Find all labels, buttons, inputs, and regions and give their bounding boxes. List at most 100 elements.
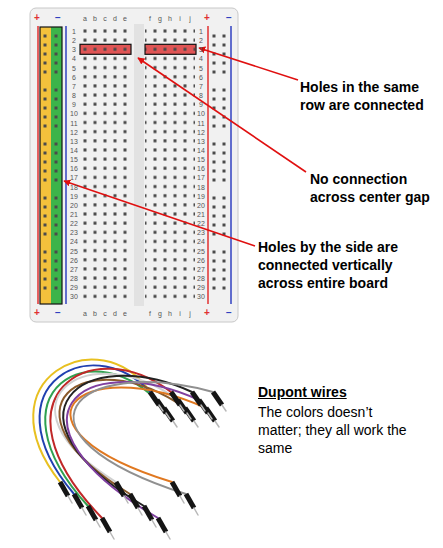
- row-number: 7: [72, 82, 76, 89]
- row-number: 14: [197, 146, 205, 153]
- row-number: 6: [72, 73, 76, 80]
- leader-arrow: [64, 181, 255, 246]
- column-letter: a: [83, 310, 87, 317]
- connector-housing: [186, 494, 194, 508]
- row-number: 15: [70, 156, 78, 163]
- row-number: 26: [70, 256, 78, 263]
- connector-pin: [159, 405, 163, 411]
- callout-text: Holes in the same row are connected: [300, 78, 443, 114]
- wire-connectors: [60, 392, 222, 532]
- row-number: 27: [197, 265, 205, 272]
- row-number: 29: [70, 284, 78, 291]
- connector-pin: [173, 421, 177, 427]
- row-number: 11: [70, 119, 77, 126]
- row-number: 21: [197, 211, 205, 218]
- row-number: 1: [199, 28, 203, 35]
- column-letter: j: [189, 15, 191, 22]
- row-outline: [80, 44, 131, 54]
- row-number: 6: [199, 73, 203, 80]
- column-letter: e: [123, 310, 127, 317]
- row-number: 21: [70, 211, 78, 218]
- rail-sign: +: [204, 13, 210, 23]
- column-letter: e: [123, 15, 127, 22]
- row-number: 16: [70, 165, 78, 172]
- column-letter: f: [149, 15, 151, 22]
- column-letter: j: [189, 310, 191, 317]
- row-number: 23: [197, 229, 205, 236]
- connector-pin: [166, 413, 170, 419]
- row-number: 4: [199, 55, 203, 62]
- row-number: 9: [72, 101, 76, 108]
- connector-pin: [110, 532, 114, 539]
- connector-housing: [88, 506, 96, 520]
- wire: [70, 388, 206, 483]
- wire: [67, 382, 199, 518]
- note-text: The colors doesn’t matter; they all work…: [258, 403, 418, 458]
- row-number: 10: [197, 110, 205, 117]
- connector-housing: [206, 408, 215, 421]
- rail-sign: +: [204, 308, 210, 318]
- row-number: 3: [199, 46, 203, 53]
- connector-pin: [82, 508, 86, 515]
- connector-housing: [185, 408, 194, 421]
- connector-housing: [158, 518, 166, 532]
- connector-pin: [187, 413, 191, 419]
- connector-housing: [74, 494, 82, 508]
- row-number: 25: [70, 247, 78, 254]
- row-number: 22: [197, 220, 205, 227]
- row-number: 17: [197, 174, 205, 181]
- leader-arrow: [138, 58, 306, 172]
- row-number: 22: [70, 220, 78, 227]
- row-number: 4: [72, 55, 76, 62]
- row-number: 24: [197, 238, 205, 245]
- column-letter: b: [93, 310, 97, 317]
- connector-housing: [172, 482, 180, 496]
- row-number: 1: [72, 28, 76, 35]
- connector-pin: [152, 520, 156, 527]
- row-number: 5: [72, 64, 76, 71]
- rail-sign: −: [226, 13, 232, 23]
- connector-housing: [213, 392, 222, 405]
- row-number: 18: [197, 183, 205, 190]
- dupont-wires: [33, 360, 213, 518]
- row-number: 19: [70, 192, 78, 199]
- column-letter: a: [83, 15, 87, 22]
- row-number: 2: [199, 37, 203, 44]
- rail-sign: −: [55, 13, 61, 23]
- connector-pin: [194, 508, 198, 515]
- wire: [45, 371, 164, 506]
- connector-pin: [138, 508, 142, 515]
- row-number: 23: [70, 229, 78, 236]
- wire: [74, 382, 213, 494]
- row-number: 9: [199, 101, 203, 108]
- column-letter: c: [103, 310, 107, 317]
- row-number: 7: [199, 82, 203, 89]
- row-number: 8: [72, 92, 76, 99]
- row-number: 20: [70, 201, 78, 208]
- row-number: 30: [197, 293, 205, 300]
- row-number: 10: [70, 110, 78, 117]
- row-outline: [145, 44, 196, 54]
- rail-holes: [40, 34, 230, 290]
- rail-sign: −: [226, 308, 232, 318]
- row-number: 2: [72, 37, 76, 44]
- connector-housing: [116, 482, 124, 496]
- column-letter: d: [113, 15, 117, 22]
- section-heading: Dupont wires: [258, 383, 347, 401]
- row-number: 25: [197, 247, 205, 254]
- connector-pin: [124, 496, 128, 503]
- row-number: 20: [197, 201, 205, 208]
- row-number: 15: [197, 156, 205, 163]
- row-number: 17: [70, 174, 78, 181]
- column-letter: f: [149, 310, 151, 317]
- positive-rail-line: [37, 26, 39, 304]
- wire-pins: [68, 405, 226, 539]
- rail-sign: +: [34, 13, 40, 23]
- connector-pin: [215, 421, 219, 427]
- connector-pin: [194, 421, 198, 427]
- row-number: 13: [70, 137, 78, 144]
- connector-pin: [208, 413, 212, 419]
- connector-housing: [164, 408, 173, 421]
- row-number: 5: [199, 64, 203, 71]
- row-number: 28: [70, 275, 78, 282]
